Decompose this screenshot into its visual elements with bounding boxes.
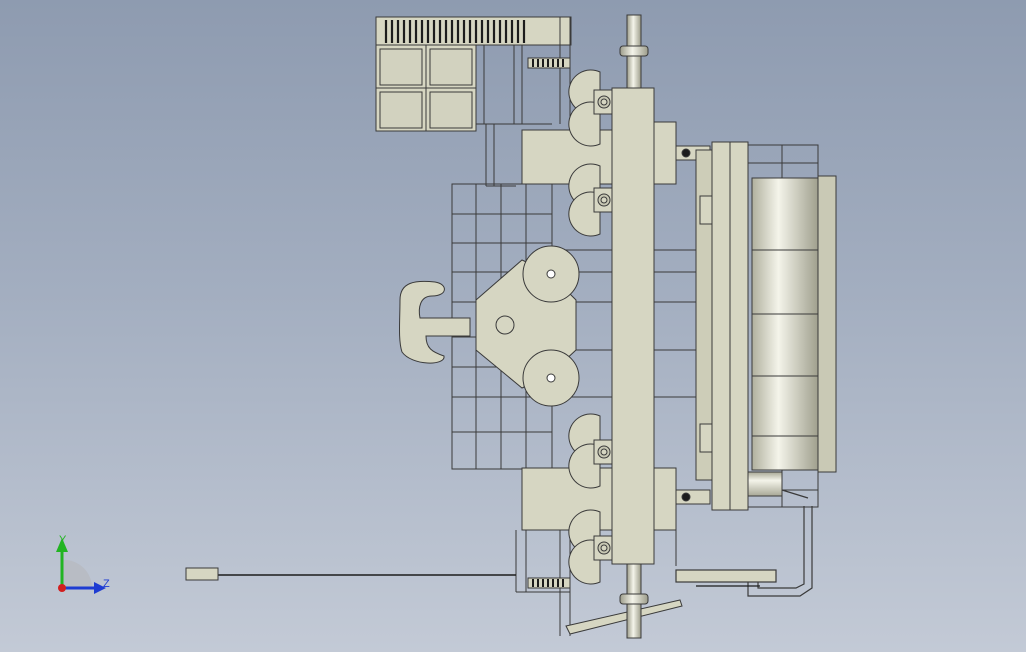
main-beam — [611, 87, 655, 565]
wheel-set-2 — [568, 163, 615, 237]
hook-block — [399, 245, 580, 407]
pipe-bracket — [675, 489, 813, 597]
upper-grating — [384, 20, 526, 43]
pendant-control-box — [185, 567, 219, 581]
wheel-set-1 — [568, 69, 615, 147]
wheel-set-3 — [568, 413, 615, 489]
pendant-cable — [185, 567, 516, 581]
x-axis-origin — [58, 584, 66, 592]
coordinate-triad: Y Z — [56, 534, 110, 594]
z-axis-label: Z — [103, 578, 110, 590]
triad-quadrant — [62, 559, 93, 588]
wheel-set-4 — [568, 509, 615, 585]
y-axis-label: Y — [59, 534, 67, 546]
hoist-drum — [747, 175, 837, 497]
upper-platform — [375, 16, 572, 187]
drum-mount-brackets — [675, 141, 749, 511]
lower-platform — [515, 530, 683, 636]
